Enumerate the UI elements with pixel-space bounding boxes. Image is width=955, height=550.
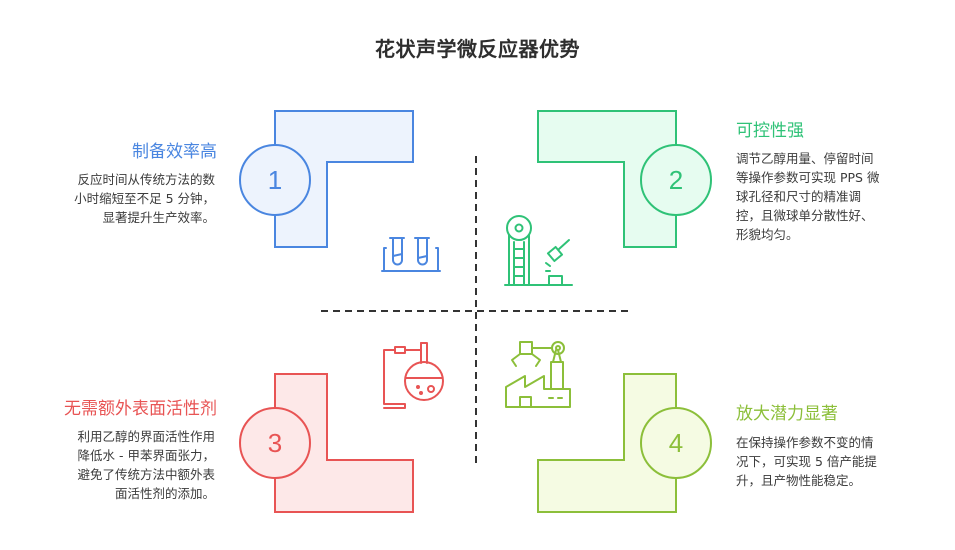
description-2-line: 控，且微球单分散性好、: [736, 208, 874, 223]
number-2: 2: [669, 165, 683, 195]
quadrant-3-shape: 3: [239, 373, 414, 513]
number-badge-4: [640, 407, 712, 479]
test-tubes-icon: [381, 237, 441, 272]
l-shape-1: [274, 110, 414, 248]
l-shape-4: [537, 373, 677, 513]
description-3: 利用乙醇的界面活性作用 降低水 - 甲苯界面张力， 避免了传统方法中额外表 面活…: [15, 427, 215, 503]
description-3-line: 面活性剂的添加。: [114, 486, 215, 501]
description-3-line: 避免了传统方法中额外表: [77, 467, 215, 482]
flask-stand-icon: [383, 342, 444, 409]
number-badge-1: [239, 144, 311, 216]
description-1-line: 小时缩短至不足 5 分钟，: [74, 191, 215, 206]
description-2-line: 球孔径和尺寸的精准调: [736, 189, 862, 204]
description-4-line: 在保持操作参数不变的情: [736, 435, 874, 450]
quadrant-2-shape: 2: [537, 110, 712, 248]
description-4: 在保持操作参数不变的情 况下，可实现 5 倍产能提 升，且产物性能稳定。: [736, 433, 946, 490]
number-1: 1: [268, 165, 282, 195]
number-badge-2: [640, 144, 712, 216]
heading-1: 制备效率高: [132, 142, 217, 162]
number-3: 3: [268, 428, 282, 458]
l-shape-2: [537, 110, 677, 248]
number-4: 4: [669, 428, 683, 458]
heading-4: 放大潜力显著: [736, 404, 838, 424]
description-3-line: 降低水 - 甲苯界面张力，: [77, 448, 215, 463]
quadrant-1-shape: 1: [239, 110, 414, 248]
description-4-line: 况下，可实现 5 倍产能提: [736, 454, 877, 469]
l-shape-3: [274, 373, 414, 513]
description-2-line: 形貌均匀。: [736, 227, 799, 242]
description-2-line: 调节乙醇用量、停留时间: [736, 151, 874, 166]
description-2-line: 等操作参数可实现 PPS 微: [736, 170, 880, 185]
strength-tester-icon: [504, 215, 573, 286]
number-badge-3: [239, 407, 311, 479]
factory-robot-arm-icon: [505, 341, 571, 408]
description-2: 调节乙醇用量、停留时间 等操作参数可实现 PPS 微 球孔径和尺寸的精准调 控，…: [736, 149, 946, 244]
description-1: 反应时间从传统方法的数 小时缩短至不足 5 分钟， 显著提升生产效率。: [15, 170, 215, 227]
description-3-line: 利用乙醇的界面活性作用: [77, 429, 215, 444]
diagram-title: 花状声学微反应器优势: [375, 37, 580, 61]
heading-2: 可控性强: [736, 121, 804, 141]
description-4-line: 升，且产物性能稳定。: [736, 473, 862, 488]
quadrant-4-shape: 4: [537, 373, 712, 513]
description-1-line: 反应时间从传统方法的数: [77, 172, 215, 187]
description-1-line: 显著提升生产效率。: [102, 210, 215, 225]
heading-3: 无需额外表面活性剂: [64, 399, 217, 419]
